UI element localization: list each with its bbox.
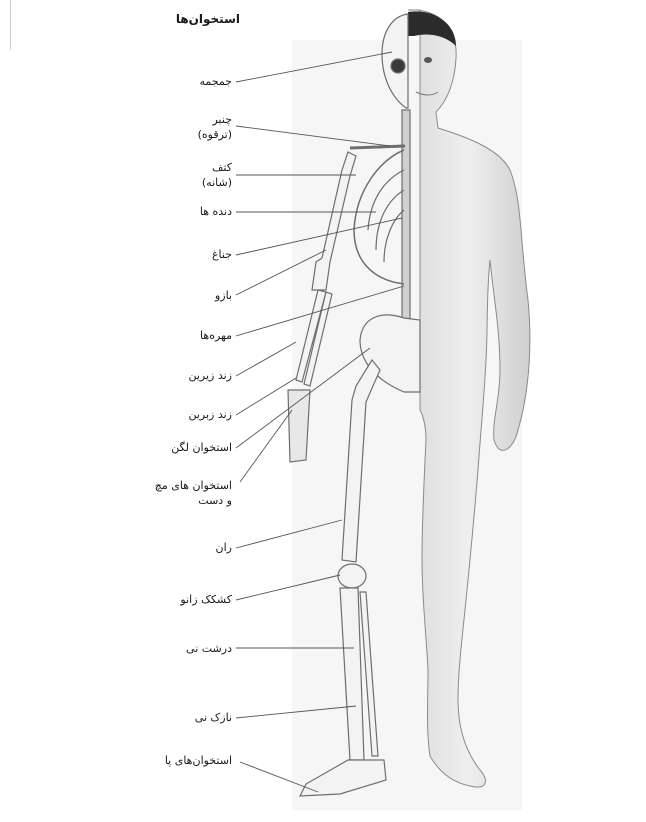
label-shoulder: کتف (شانه): [152, 160, 232, 190]
leader-wrist: [240, 410, 292, 482]
label-ulna: زند زیرین: [152, 368, 232, 383]
label-kneecap: کشکک زانو: [152, 592, 232, 607]
label-radius: زند زبرین: [152, 407, 232, 422]
label-fibula: نازک نی: [152, 710, 232, 725]
skeleton: [288, 14, 420, 796]
label-humerus: بازو: [152, 288, 232, 303]
label-skull: جمجمه: [152, 74, 232, 89]
label-shoulder-name: کتف: [152, 160, 232, 175]
leader-kneecap: [236, 575, 340, 600]
label-femur: ران: [152, 540, 232, 555]
leader-femur: [236, 520, 342, 548]
label-tibia: درشت نی: [152, 641, 232, 656]
leader-foot: [240, 762, 318, 792]
leader-ulna: [236, 342, 296, 376]
body-silhouette: [408, 10, 530, 787]
label-pelvis: استخوان لگن: [152, 440, 232, 455]
label-collarbone-name: چنبر: [152, 112, 232, 127]
diagram-title: استخوان‌ها: [160, 12, 240, 26]
leader-collarbone: [236, 126, 390, 146]
label-ribs: دنده ها: [152, 204, 232, 219]
label-collarbone-alt: (ترقوه): [152, 127, 232, 142]
leader-lines: [236, 52, 404, 792]
leader-fibula: [236, 706, 356, 718]
leader-skull: [236, 52, 392, 82]
label-sternum: جناغ: [152, 247, 232, 262]
label-wrist-hand: استخوان های مچ و دست: [152, 478, 232, 508]
label-vertebrae: مهره‌ها: [152, 328, 232, 343]
label-wrist-hand-line1: استخوان های مچ: [152, 478, 232, 493]
label-foot: استخوان‌های پا: [152, 753, 232, 768]
label-shoulder-alt: (شانه): [152, 175, 232, 190]
label-collarbone: چنبر (ترقوه): [152, 112, 232, 142]
label-wrist-hand-line2: و دست: [152, 493, 232, 508]
